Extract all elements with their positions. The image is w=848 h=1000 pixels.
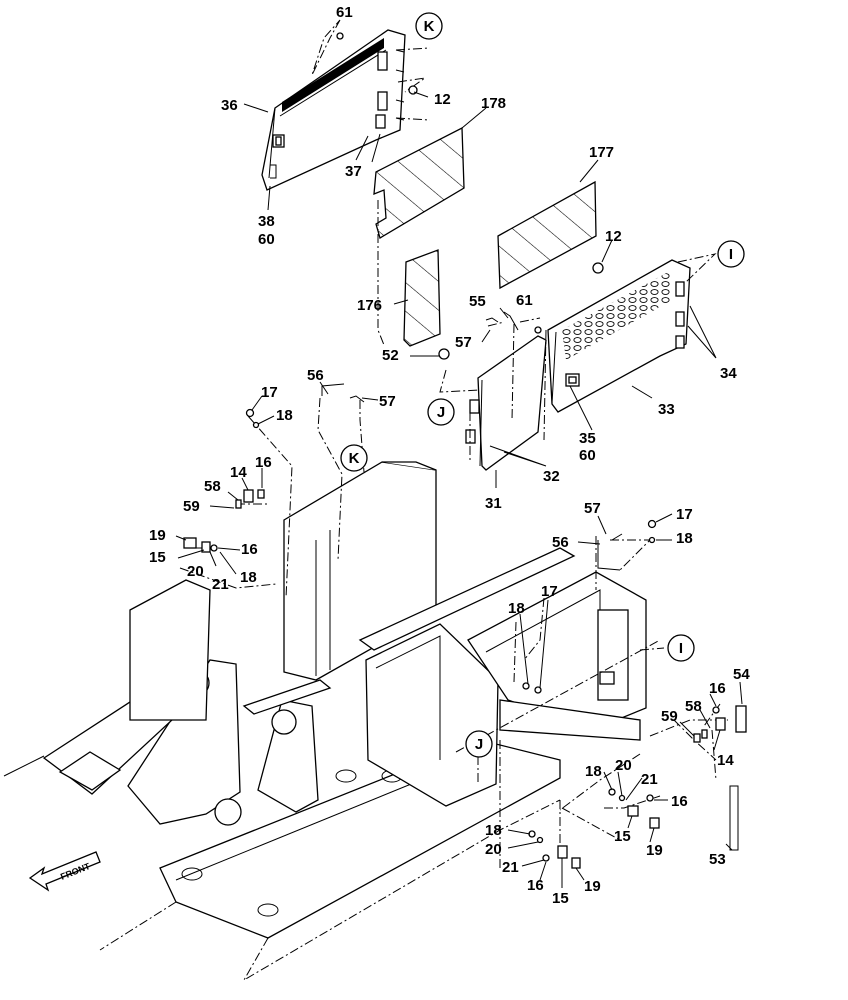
- callout-32: 32: [543, 468, 560, 485]
- callout-16: 16: [255, 454, 272, 471]
- callout-57: 57: [455, 334, 472, 351]
- callout-36: 36: [221, 97, 238, 114]
- callout-19-c: 19: [584, 878, 601, 895]
- callout-16-c: 16: [709, 680, 726, 697]
- callout-53: 53: [709, 851, 726, 868]
- callout-178: 178: [481, 95, 506, 112]
- view-marker-j-top-label: J: [437, 404, 445, 421]
- callout-12: 12: [434, 91, 451, 108]
- callout-61-b: 61: [516, 292, 533, 309]
- callout-15-b: 15: [614, 828, 631, 845]
- callout-18-c: 18: [676, 530, 693, 547]
- view-marker-j-frame-label: J: [475, 736, 483, 753]
- callout-54: 54: [733, 666, 750, 683]
- callout-21-b: 21: [641, 771, 658, 788]
- callout-21-c: 21: [502, 859, 519, 876]
- callout-59: 59: [183, 498, 200, 515]
- callout-33: 33: [658, 401, 675, 418]
- view-marker-k-top-label: K: [424, 18, 435, 35]
- callout-61: 61: [336, 4, 353, 21]
- callout-18-e: 18: [585, 763, 602, 780]
- view-marker-i-frame-label: I: [679, 640, 683, 657]
- callout-14: 14: [230, 464, 247, 481]
- callout-35: 35: [579, 430, 596, 447]
- view-marker-i-top: I: [717, 240, 745, 268]
- callouts: 61 36 12 178 37 38 60 177 12 176 55 61 5…: [149, 4, 750, 907]
- side-door-36: [261, 29, 406, 191]
- callout-15-c: 15: [552, 890, 569, 907]
- view-marker-k-top: K: [415, 12, 443, 40]
- callout-57-c: 57: [584, 500, 601, 517]
- side-door-33: [547, 259, 691, 413]
- callout-34: 34: [720, 365, 737, 382]
- view-marker-j-frame: J: [465, 730, 493, 758]
- callout-177: 177: [589, 144, 614, 161]
- callout-18-d: 18: [508, 600, 525, 617]
- callout-57-b: 57: [379, 393, 396, 410]
- callout-19-b: 19: [646, 842, 663, 859]
- callout-17-c: 17: [541, 583, 558, 600]
- reference-lines: [99, 19, 728, 982]
- callout-20-b: 20: [615, 757, 632, 774]
- panel-178: [373, 126, 465, 239]
- callout-18-f: 18: [485, 822, 502, 839]
- callout-18: 18: [276, 407, 293, 424]
- callout-18-b: 18: [240, 569, 257, 586]
- side-door-31: [465, 335, 547, 471]
- callout-60-b: 60: [579, 447, 596, 464]
- callout-59-b: 59: [661, 708, 678, 725]
- panel-176: [403, 249, 441, 347]
- view-marker-i-frame: I: [667, 634, 695, 662]
- view-markers: K I J K I J: [340, 12, 745, 758]
- callout-21: 21: [212, 576, 229, 593]
- view-marker-i-top-label: I: [729, 246, 733, 263]
- leader-lines: [175, 91, 743, 888]
- callout-17-b: 17: [676, 506, 693, 523]
- callout-38: 38: [258, 213, 275, 230]
- callout-58-b: 58: [685, 698, 702, 715]
- callout-56: 56: [307, 367, 324, 384]
- callout-55: 55: [469, 293, 486, 310]
- callout-16-b: 16: [241, 541, 258, 558]
- callout-37: 37: [345, 163, 362, 180]
- callout-20: 20: [187, 563, 204, 580]
- callout-15: 15: [149, 549, 166, 566]
- view-marker-j-top: J: [427, 398, 455, 426]
- panel-177: [497, 180, 597, 290]
- front-arrow: FRONT: [28, 851, 101, 892]
- main-frame: [3, 461, 647, 939]
- callout-14-b: 14: [717, 752, 734, 769]
- callout-31: 31: [485, 495, 502, 512]
- callout-58: 58: [204, 478, 221, 495]
- callout-20-c: 20: [485, 841, 502, 858]
- callout-60: 60: [258, 231, 275, 248]
- callout-17: 17: [261, 384, 278, 401]
- callout-176: 176: [357, 297, 382, 314]
- callout-12-b: 12: [605, 228, 622, 245]
- callout-16-d: 16: [671, 793, 688, 810]
- view-marker-k-frame: K: [340, 444, 368, 472]
- callout-19: 19: [149, 527, 166, 544]
- hardware-glyphs: [183, 32, 747, 869]
- callout-16-e: 16: [527, 877, 544, 894]
- callout-52: 52: [382, 347, 399, 364]
- callout-56-b: 56: [552, 534, 569, 551]
- view-marker-k-frame-label: K: [349, 450, 360, 467]
